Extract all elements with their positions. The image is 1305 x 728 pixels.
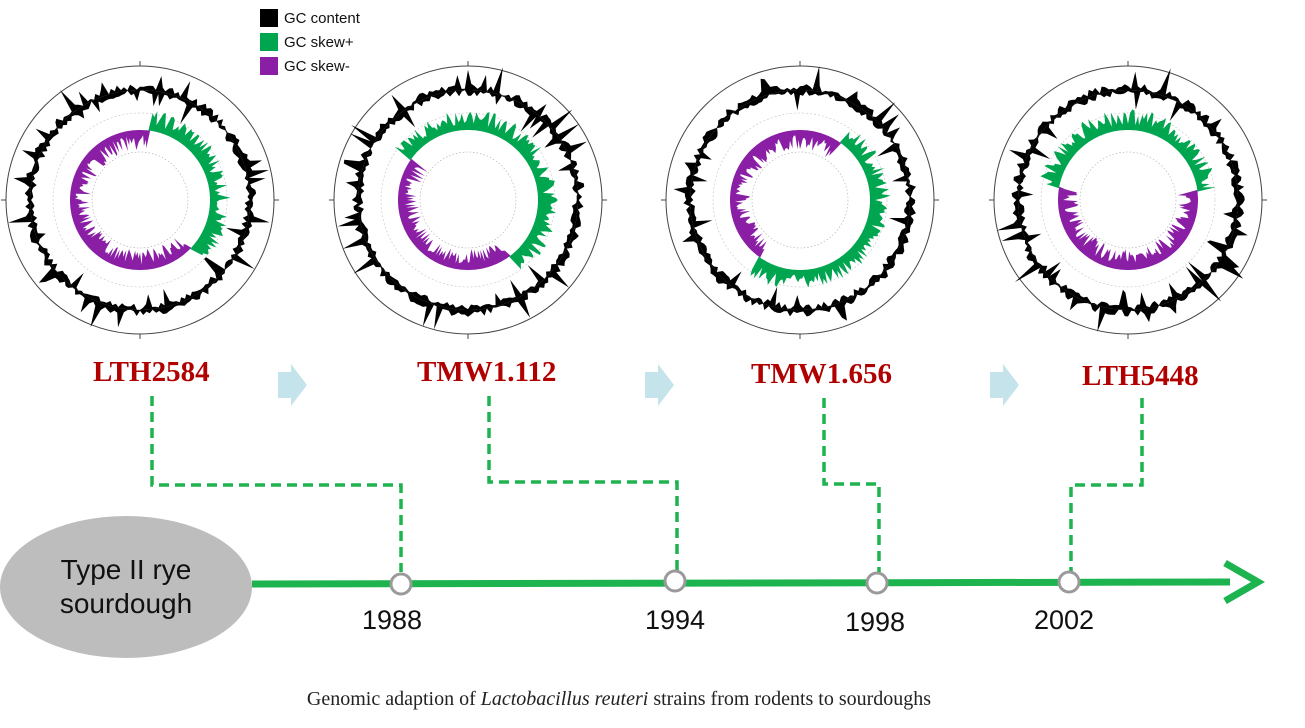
outer-ring — [993, 65, 1263, 335]
origin-ellipse — [0, 516, 252, 658]
caption-suffix: strains from rodents to sourdoughs — [648, 688, 932, 710]
year-label: 2002 — [1034, 605, 1095, 635]
progression-arrow — [645, 364, 674, 406]
gc-content-track — [1018, 90, 1238, 310]
year-label: 1994 — [645, 605, 706, 635]
legend-label: GC skew+ — [284, 33, 354, 51]
dashed-connector — [487, 396, 679, 570]
caption-prefix: Genomic adaption of — [306, 688, 481, 710]
timeline-marker — [389, 572, 413, 596]
year-label: 1988 — [362, 605, 423, 635]
caption-species: Lactobacillus reuteri — [480, 688, 649, 710]
legend-swatch — [260, 9, 278, 27]
skew-track-guide — [1040, 112, 1216, 288]
legend-item-gc-skew-positive: GC skew+ — [260, 30, 360, 54]
skew-track-guide — [380, 112, 556, 288]
gc-skew-positive-track — [70, 111, 231, 270]
legend-swatch — [260, 33, 278, 51]
circular-genome-map — [329, 61, 607, 339]
dashed-connector — [1069, 398, 1144, 572]
timeline — [0, 516, 1266, 658]
progression-arrows — [278, 364, 1019, 406]
timeline-marker — [865, 571, 889, 595]
dashed-connector — [822, 398, 881, 572]
legend-label: GC skew- — [284, 57, 350, 75]
inner-scale-ring — [419, 151, 517, 249]
legend: GC content GC skew+ GC skew- — [260, 6, 360, 78]
timeline-marker — [663, 569, 687, 593]
origin-line-2: sourdough — [59, 588, 193, 619]
legend-item-gc-content: GC content — [260, 6, 360, 30]
legend-label: GC content — [284, 9, 360, 27]
progression-arrow — [990, 364, 1019, 406]
strain-label: LTH5448 — [1082, 360, 1199, 392]
outer-ring — [333, 65, 603, 335]
timeline-arrowhead — [1223, 559, 1266, 605]
strain-label: TMW1.656 — [751, 358, 892, 390]
circular-genome-map — [661, 61, 939, 339]
timeline-marker — [1057, 570, 1081, 594]
skew-track-guide — [712, 112, 888, 288]
outer-ring — [5, 65, 275, 335]
progression-arrow — [278, 364, 307, 406]
circular-genome-map — [1, 61, 279, 339]
connector-lines — [150, 396, 1144, 572]
origin-label: Type II rye sourdough — [0, 516, 252, 658]
inner-scale-ring — [751, 151, 849, 249]
skew-track-guide — [52, 112, 228, 288]
figure-caption: Genomic adaption of Lactobacillus reuter… — [0, 688, 1238, 711]
inner-scale-ring — [91, 151, 189, 249]
genome-maps — [1, 61, 1267, 339]
outer-ring — [665, 65, 935, 335]
circular-genome-map — [989, 61, 1267, 339]
gc-skew-negative-track — [730, 130, 870, 270]
dashed-connector — [150, 396, 403, 572]
gc-skew-negative-track — [70, 130, 210, 270]
gc-skew-negative-track — [398, 130, 538, 270]
origin-line-1: Type II rye — [60, 554, 192, 585]
legend-swatch — [260, 57, 278, 75]
strain-label: LTH2584 — [93, 356, 210, 388]
gc-content-track — [8, 76, 270, 328]
year-label: 1998 — [845, 607, 906, 637]
strain-label: TMW1.112 — [417, 356, 557, 388]
legend-item-gc-skew-negative: GC skew- — [260, 54, 360, 78]
gc-skew-positive-track — [1040, 109, 1216, 271]
inner-scale-ring — [1079, 151, 1177, 249]
gc-skew-negative-track — [1058, 130, 1198, 270]
